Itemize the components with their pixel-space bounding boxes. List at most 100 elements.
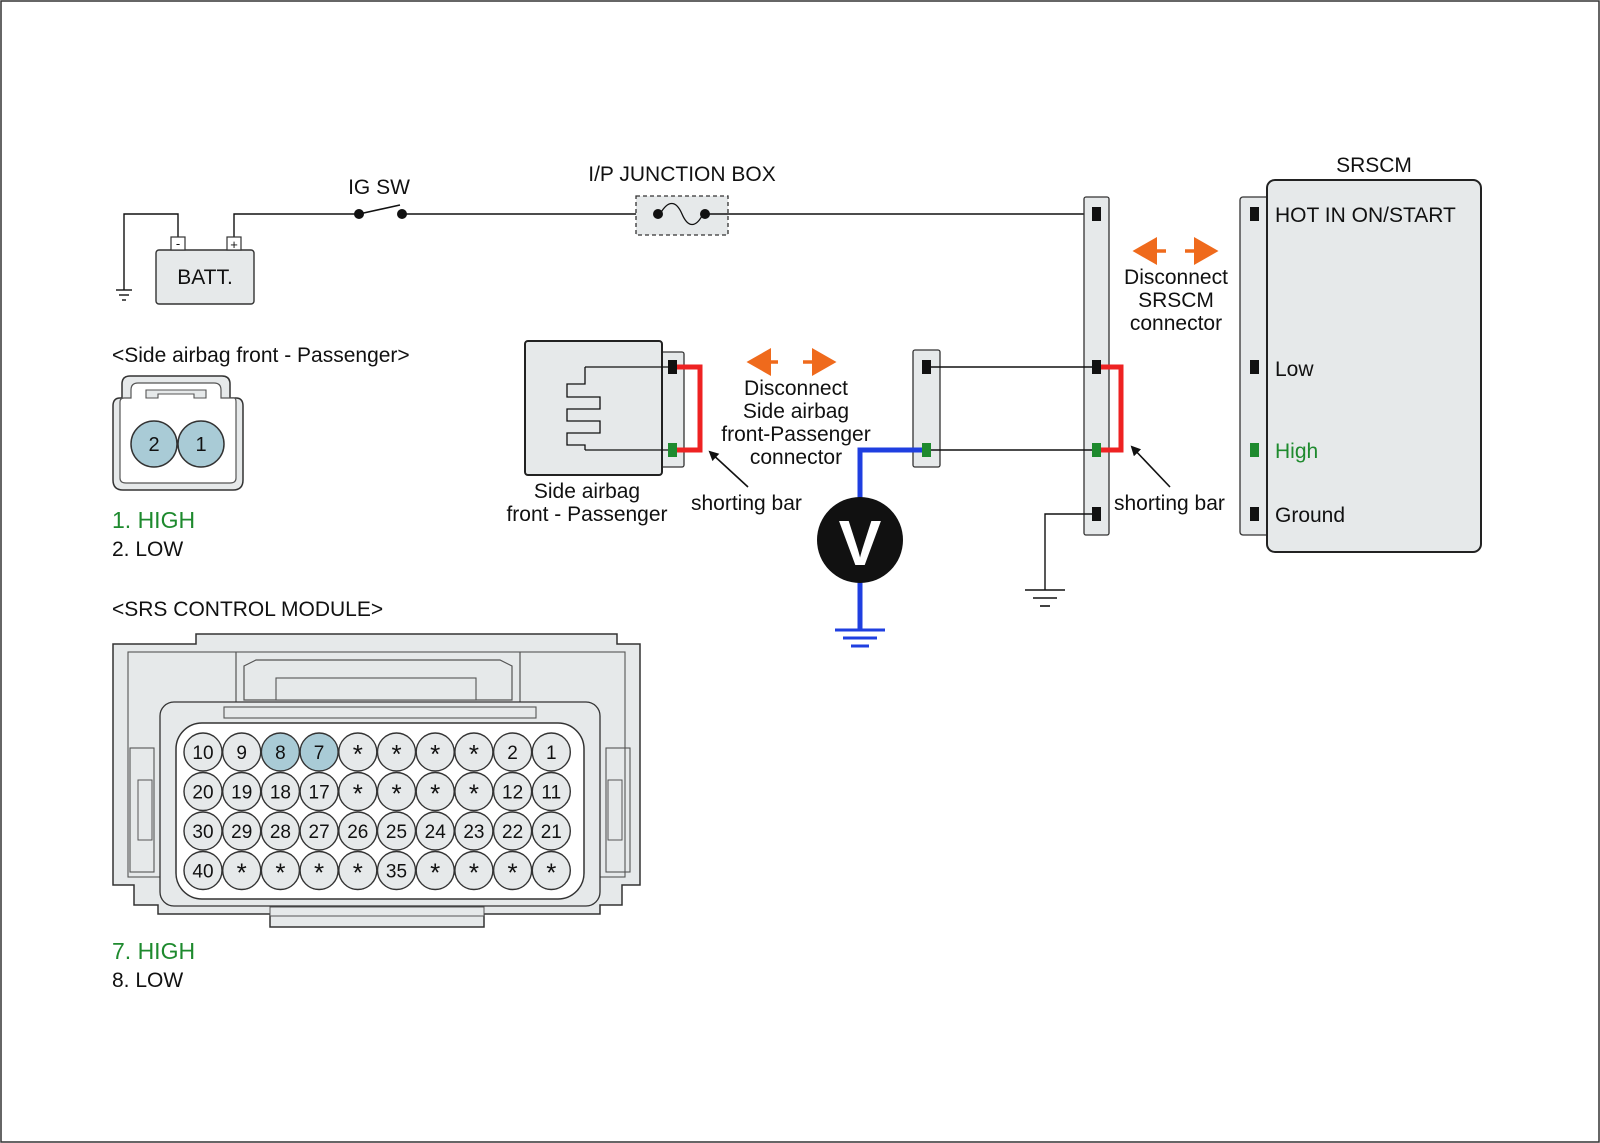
srs-pin-12 [492,771,533,812]
srs-legend-high: 7. HIGH [112,938,195,964]
srs-pin-unused [260,850,301,891]
srs-pin-unused [338,732,378,772]
voltmeter-symbol: V [839,507,882,579]
srscm-pin-high: High [1275,440,1318,463]
srs-pin-label: 28 [270,822,291,843]
srs-pin-35 [376,850,417,891]
srs-pin-label: 2 [507,743,518,764]
battery-label: BATT. [177,266,233,289]
srs-pin-label: * [314,858,324,888]
battery-positive-terminal [226,236,242,251]
srs-pin-label: * [430,858,440,888]
srs-pin-label: 40 [192,862,213,883]
shorting-bar-right [1101,364,1124,453]
airbag-legend-low: 2. LOW [112,538,183,561]
srs-pin-label: 18 [270,783,291,804]
srs-pin-label: 1 [546,743,557,764]
srs-pin-label: * [430,739,440,769]
srs-pin-unused [376,732,417,772]
srs-pin-label: * [391,739,401,769]
side-airbag-connector-face [112,375,244,491]
srs-pin-label: * [275,858,285,888]
battery-plus-sign: + [230,237,238,252]
battery-negative-terminal [170,236,186,251]
srs-module-title: <SRS CONTROL MODULE> [112,598,383,621]
ground-symbol [116,289,132,301]
srs-pin-label: 20 [192,783,213,804]
srs-pin-label: * [469,739,479,769]
airbag-pin-1-label: 1 [195,434,206,456]
srs-legend-low: 8. LOW [112,969,183,992]
srs-pin-label: 21 [541,822,562,843]
srs-pin-label: 17 [309,783,330,804]
srs-pin-label: * [353,739,363,769]
voltmeter [817,497,903,583]
disconnect-srscm-line1: Disconnect [1124,266,1228,289]
srs-pin-26 [338,811,378,851]
junction-box-fuse [635,195,729,236]
side-airbag-module [524,340,685,476]
srs-pin-label: 25 [386,822,407,843]
srs-pin-21 [531,811,571,851]
airbag-module-label-line1: Side airbag [534,480,640,503]
srs-pin-label: 9 [236,743,247,764]
srs-pin-label: 8 [275,743,286,764]
ground-symbol-srscm [1025,589,1065,607]
srs-pin-unused [531,850,571,891]
srs-pin-2 [492,732,533,772]
srs-pin-label: * [353,779,363,809]
intermediate-connector [912,349,941,468]
srs-pin-label: 30 [192,822,213,843]
disconnect-airbag-line1: Disconnect [744,377,848,400]
srs-pin-label: * [508,858,518,888]
srs-pin-8 [260,732,301,772]
srs-pin-label: 24 [425,822,447,843]
srs-pin-label: 12 [502,783,523,804]
srs-pin-label: * [353,858,363,888]
srs-pin-unused [338,850,378,891]
airbag-pin-2 [130,420,178,468]
srs-pin-label: 26 [347,822,368,843]
battery-circuit: - + BATT. IG SW I/P JUNCTION BOX [116,163,1092,305]
shorting-bar-right-pointer [1130,445,1171,488]
ignition-switch [354,204,407,219]
junction-box-label: I/P JUNCTION BOX [588,163,775,186]
ground-symbol-meter [835,628,885,648]
ig-switch-label: IG SW [348,176,410,199]
srs-pin-label: 23 [463,822,484,843]
srs-pin-label: 29 [231,822,252,843]
srs-pin-25 [376,811,417,851]
srs-pin-unused [376,771,417,812]
disconnect-airbag-line4: connector [750,446,842,469]
srs-pin-28 [260,811,301,851]
shorting-bar-right-label: shorting bar [1114,492,1225,515]
srs-pin-label: 10 [192,743,213,764]
srscm-pin-ground: Ground [1275,504,1345,527]
disconnect-srscm-line3: connector [1130,312,1222,335]
srs-pin-label: * [469,858,479,888]
disconnect-airbag-line2: Side airbag [743,400,849,423]
srs-pin-label: 27 [309,822,330,843]
airbag-pin-2-label: 2 [148,434,159,456]
airbag-pin-1 [177,420,225,468]
srs-pin-label: * [430,779,440,809]
battery-body [155,249,255,305]
disconnect-srscm-line2: SRSCM [1138,289,1214,312]
srs-pin-unused [492,850,533,891]
srs-pin-11 [531,771,571,812]
airbag-legend-high: 1. HIGH [112,507,195,533]
srs-pin-1 [531,732,571,772]
side-airbag-connector-title: <Side airbag front - Passenger> [112,344,410,367]
srs-pin-22 [492,811,533,851]
srs-pin-unused [338,771,378,812]
srscm-pin-low: Low [1275,358,1314,381]
battery-minus-sign: - [176,236,180,251]
srs-pin-18 [260,771,301,812]
srs-pin-label: * [546,858,556,888]
srscm-title: SRSCM [1336,154,1412,177]
airbag-module-label-line2: front - Passenger [506,503,667,526]
